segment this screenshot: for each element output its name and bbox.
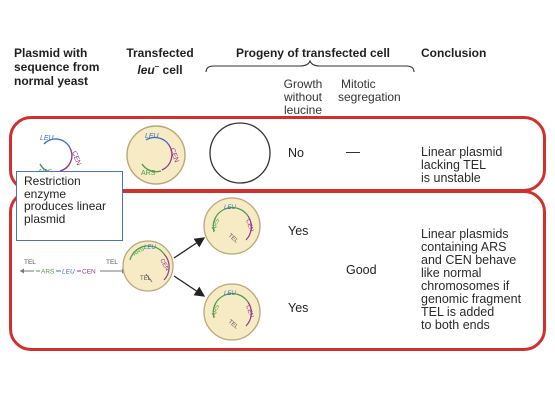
row2-conclusion-line8: to both ends [421,318,490,332]
header-progeny: Progeny of transfected cell [235,46,391,60]
row1-growth-value: No [288,146,304,160]
row1-no-progeny-circle [209,122,271,184]
top-progeny-leu-label: LEU [224,205,236,211]
construct-ars-label: ARS [41,269,55,276]
row2-transfected-ars-label: ARS [132,246,146,257]
header-growth-line2: without [283,90,323,104]
row2-conclusion-line1: Linear plasmids [421,227,509,241]
row1-conclusion-line3: is unstable [421,171,481,185]
restriction-note-line3: produces linear [24,199,107,213]
bottom-progeny-ars-label: ARS [211,304,221,318]
row2-transfected-tel-label: TEL [140,276,152,282]
construct-leu-label: LEU [62,269,75,276]
row2-transfected-cen-label: CEN [158,258,170,272]
arrow-to-top-progeny [173,237,206,259]
row2-transfected-leu-label: LEU [144,245,156,251]
row1-conclusion-line1: Linear plasmid [421,145,503,159]
header-growth-line1: Growth [283,78,323,91]
header-transfected-line1: Transfected [126,46,194,60]
header-leu-minus: – [154,62,160,71]
row2-conclusion-line6: genomic fragment [421,292,522,306]
row2-growth-bottom-value: Yes [288,301,309,315]
row1-plasmid-cen-label: CEN [70,150,82,166]
row2-conclusion: Linear plasmids containing ARS and CEN b… [421,228,521,332]
row2-conclusion-line7: TEL is added [421,305,495,319]
top-progeny-ars-label: ARS [211,218,221,232]
row2-linear-construct: TEL ARS LEU CEN TEL [20,259,126,276]
header-plasmid: Plasmid with sequence from normal yeast [14,46,99,88]
arrow-to-bottom-progeny [173,275,206,297]
row2-highlight-frame [9,190,546,351]
header-plasmid-line3: normal yeast [14,74,89,88]
header-mitotic: Mitotic segregation [338,78,401,104]
top-progeny-cen-label: CEN [244,219,254,233]
header-transfected-line2: leu– cell [121,60,199,77]
row1-plasmid-leu-label: LEU [40,135,55,142]
header-plasmid-line1: Plasmid with [14,46,88,60]
bottom-progeny-leu-label: LEU [224,291,236,297]
row2-transfected-cell: ARS LEU CEN TEL [122,240,174,292]
construct-tel-left-label: TEL [24,259,36,266]
restriction-note-line1: Restriction [24,174,81,188]
header-growth-line3: leucine [283,103,323,117]
header-mitotic-line2: segregation [338,90,401,104]
restriction-enzyme-note: Restriction enzyme produces linear plasm… [16,171,123,241]
header-transfected: Transfected leu– cell [121,46,199,77]
row1-cell-leu-label: LEU [145,133,160,140]
row2-progeny-cell-top: ARS LEU CEN TEL [203,197,261,255]
restriction-note-line2: enzyme [24,186,67,201]
row2-segregation-value: Good [346,263,377,277]
header-plasmid-line2: sequence from [14,60,100,74]
row2-conclusion-line2: containing ARS [421,240,507,254]
row2-growth-top-value: Yes [288,224,309,238]
row2-progeny-cell-bottom: ARS LEU CEN TEL [203,283,261,341]
header-conclusion: Conclusion [421,46,487,60]
row1-transfected-cell: LEU CEN ARS [126,125,186,185]
header-mitotic-line1: Mitotic [341,77,376,91]
row2-conclusion-line5: chromosomes if [421,279,510,293]
header-growth: Growth without leucine [277,78,329,116]
row2-cell-diagram: ARS LEU CEN TEL ARS LEU CEN TEL ARS LEU … [122,197,261,341]
row2-conclusion-line4: like normal [421,266,482,280]
restriction-note-line4: plasmid [24,211,66,226]
header-cell-word: cell [159,63,183,77]
row1-conclusion-line2: lacking TEL [421,158,487,172]
row1-cell-ars-label: ARS [141,170,156,177]
construct-tel-right-label: TEL [106,259,118,266]
row1-conclusion: Linear plasmid lacking TEL is unstable [421,146,502,185]
row1-cell-cen-label: CEN [168,147,180,163]
row2-conclusion-line3: and CEN behave [421,253,517,267]
construct-cen-label: CEN [82,269,96,276]
progeny-bracket [205,60,415,73]
bottom-progeny-cen-label: CEN [244,305,254,319]
row1-segregation-value: — [346,143,360,159]
header-leu-italic: leu [137,63,155,77]
